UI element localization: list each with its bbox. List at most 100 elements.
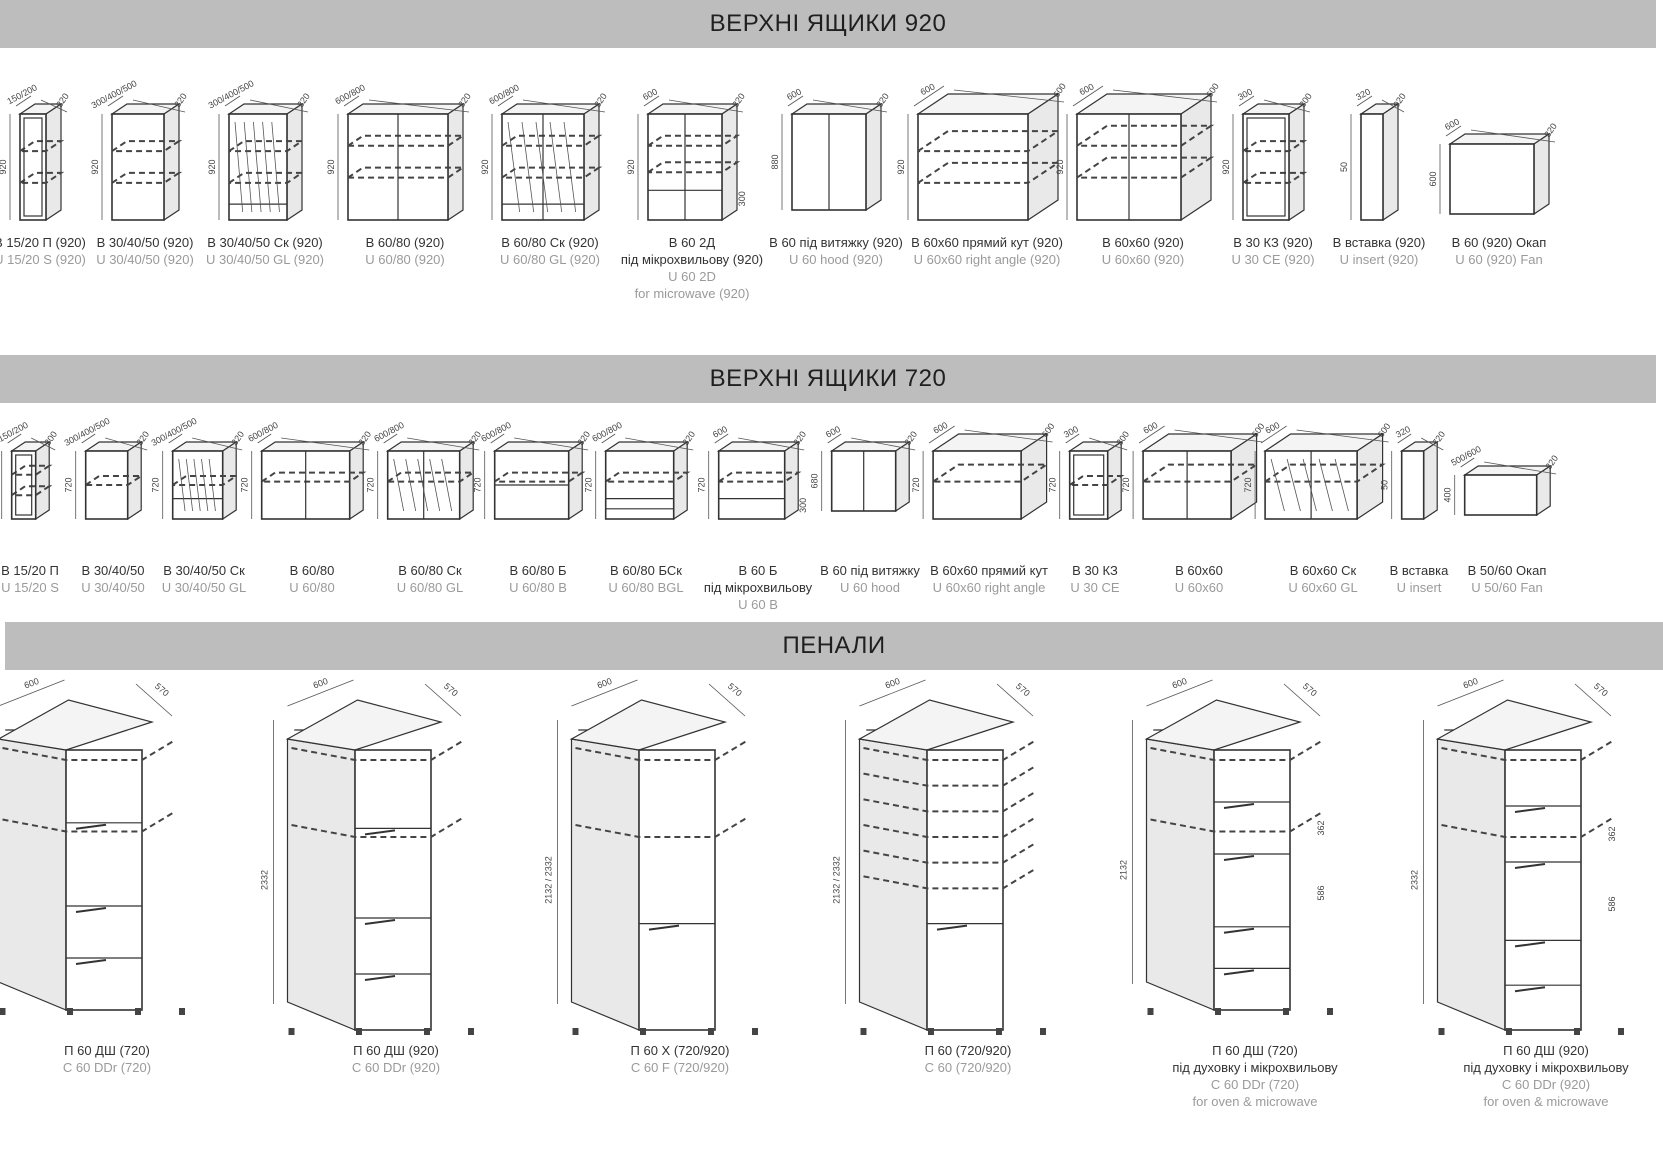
model-name-en: U 60/80 (920) <box>365 252 445 267</box>
width-dimension: 600 <box>1171 676 1189 691</box>
dimension-line <box>1263 99 1311 113</box>
cabinet-side <box>784 440 799 521</box>
glass-hatch <box>243 121 253 213</box>
cabinet-front <box>65 749 143 1011</box>
shelf-dashed <box>261 471 367 483</box>
depth-dimension: 570 <box>726 681 744 698</box>
dimension-line <box>257 433 272 444</box>
model-name-en: U 60x60 right angle <box>932 580 1046 595</box>
handle <box>1514 807 1546 813</box>
handle <box>648 924 680 931</box>
cabinet-side <box>1382 102 1399 222</box>
handle <box>1223 927 1255 934</box>
height-dimension: 920 <box>480 159 490 174</box>
dimension-line <box>135 683 173 717</box>
cabinet-drawing: 150/200300720 <box>0 420 59 521</box>
dimension-line <box>287 679 354 707</box>
cabinet-front <box>717 450 786 520</box>
shelf-dashed <box>1069 475 1125 486</box>
width-dimension: 600 <box>596 676 614 691</box>
dimension-line <box>787 95 804 107</box>
handle <box>364 829 396 836</box>
height-dimension: 720 <box>697 477 707 492</box>
width-dimension: 600 <box>824 424 842 440</box>
handle <box>1514 986 1546 993</box>
height-dimension: 2332 <box>1410 870 1420 890</box>
shelf-dashed <box>2 739 176 761</box>
width-dimension: 300 <box>1236 86 1254 102</box>
dimension-label: 362 <box>1316 820 1326 835</box>
dimension-line <box>1065 433 1080 444</box>
cabinet-side <box>1533 132 1550 216</box>
cabinet-front <box>604 450 675 520</box>
model-name-en: U 60/80 GL <box>396 580 464 595</box>
model-name-ua: В 15/20 П <box>1 563 59 578</box>
glass-hatch <box>521 121 535 213</box>
cabinet-foot <box>1574 1028 1580 1035</box>
model-name-en: U 60 B <box>738 597 778 612</box>
shelf-dashed <box>718 471 802 483</box>
model-name-en: U 50/60 Fan <box>1471 580 1543 595</box>
dimension-label: 586 <box>1607 896 1617 911</box>
cabinet-side <box>865 102 882 212</box>
cabinet-caption: В 60/80 (920)U 60/80 (920) <box>315 234 495 268</box>
model-name-en: U 60 (920) Fan <box>1455 252 1543 267</box>
model-name-ua: В 60 2Д <box>668 235 716 250</box>
model-name-ua: В 30 КЗ <box>1072 563 1118 578</box>
height-dimension: 50 <box>1339 162 1349 172</box>
cabinet-side <box>447 102 464 222</box>
dimension-line <box>827 433 842 444</box>
model-name-ua: В 60х60 Ск <box>1289 563 1357 578</box>
section-header-upper-920: ВЕРХНІ ЯЩИКИ 920 <box>0 0 1656 48</box>
open-interior <box>23 117 43 217</box>
cabinet-front <box>932 450 1022 520</box>
cabinet-foot <box>1147 1008 1154 1015</box>
cabinet-front <box>1242 113 1290 221</box>
shelf-dashed <box>1242 171 1308 184</box>
height-dimension: 920 <box>896 159 906 174</box>
shelf-dashed <box>19 140 65 153</box>
open-interior <box>1073 454 1105 516</box>
height-dimension: 2132 <box>1119 860 1129 880</box>
shelf-dashed <box>1150 810 1324 833</box>
shelf-dashed <box>2 810 176 833</box>
glass-hatch <box>1302 458 1317 512</box>
glass-hatch <box>507 121 521 213</box>
glass-hatch <box>208 458 216 512</box>
model-name-ua: під мікрохвильову <box>703 580 813 595</box>
cabinet-foot <box>1506 1028 1512 1035</box>
model-name-ua: В вставка <box>1389 563 1449 578</box>
dimension-line <box>1574 683 1612 717</box>
dimension-line <box>1470 129 1556 143</box>
cabinet-side-panel <box>286 738 356 1031</box>
shelf-dashed <box>1441 816 1615 838</box>
cabinet-top <box>0 699 155 751</box>
width-dimension: 600/800 <box>479 420 512 444</box>
cabinet-front <box>111 113 165 221</box>
model-name-en: U insert <box>1396 580 1442 595</box>
model-name-en: U 60 hood (920) <box>789 252 883 267</box>
cabinet-side <box>1423 440 1438 521</box>
cabinet-front <box>638 749 716 1031</box>
model-name-en: for microwave (920) <box>634 286 750 301</box>
shelf-dashed <box>917 161 1062 184</box>
width-dimension: 600 <box>1078 81 1096 97</box>
